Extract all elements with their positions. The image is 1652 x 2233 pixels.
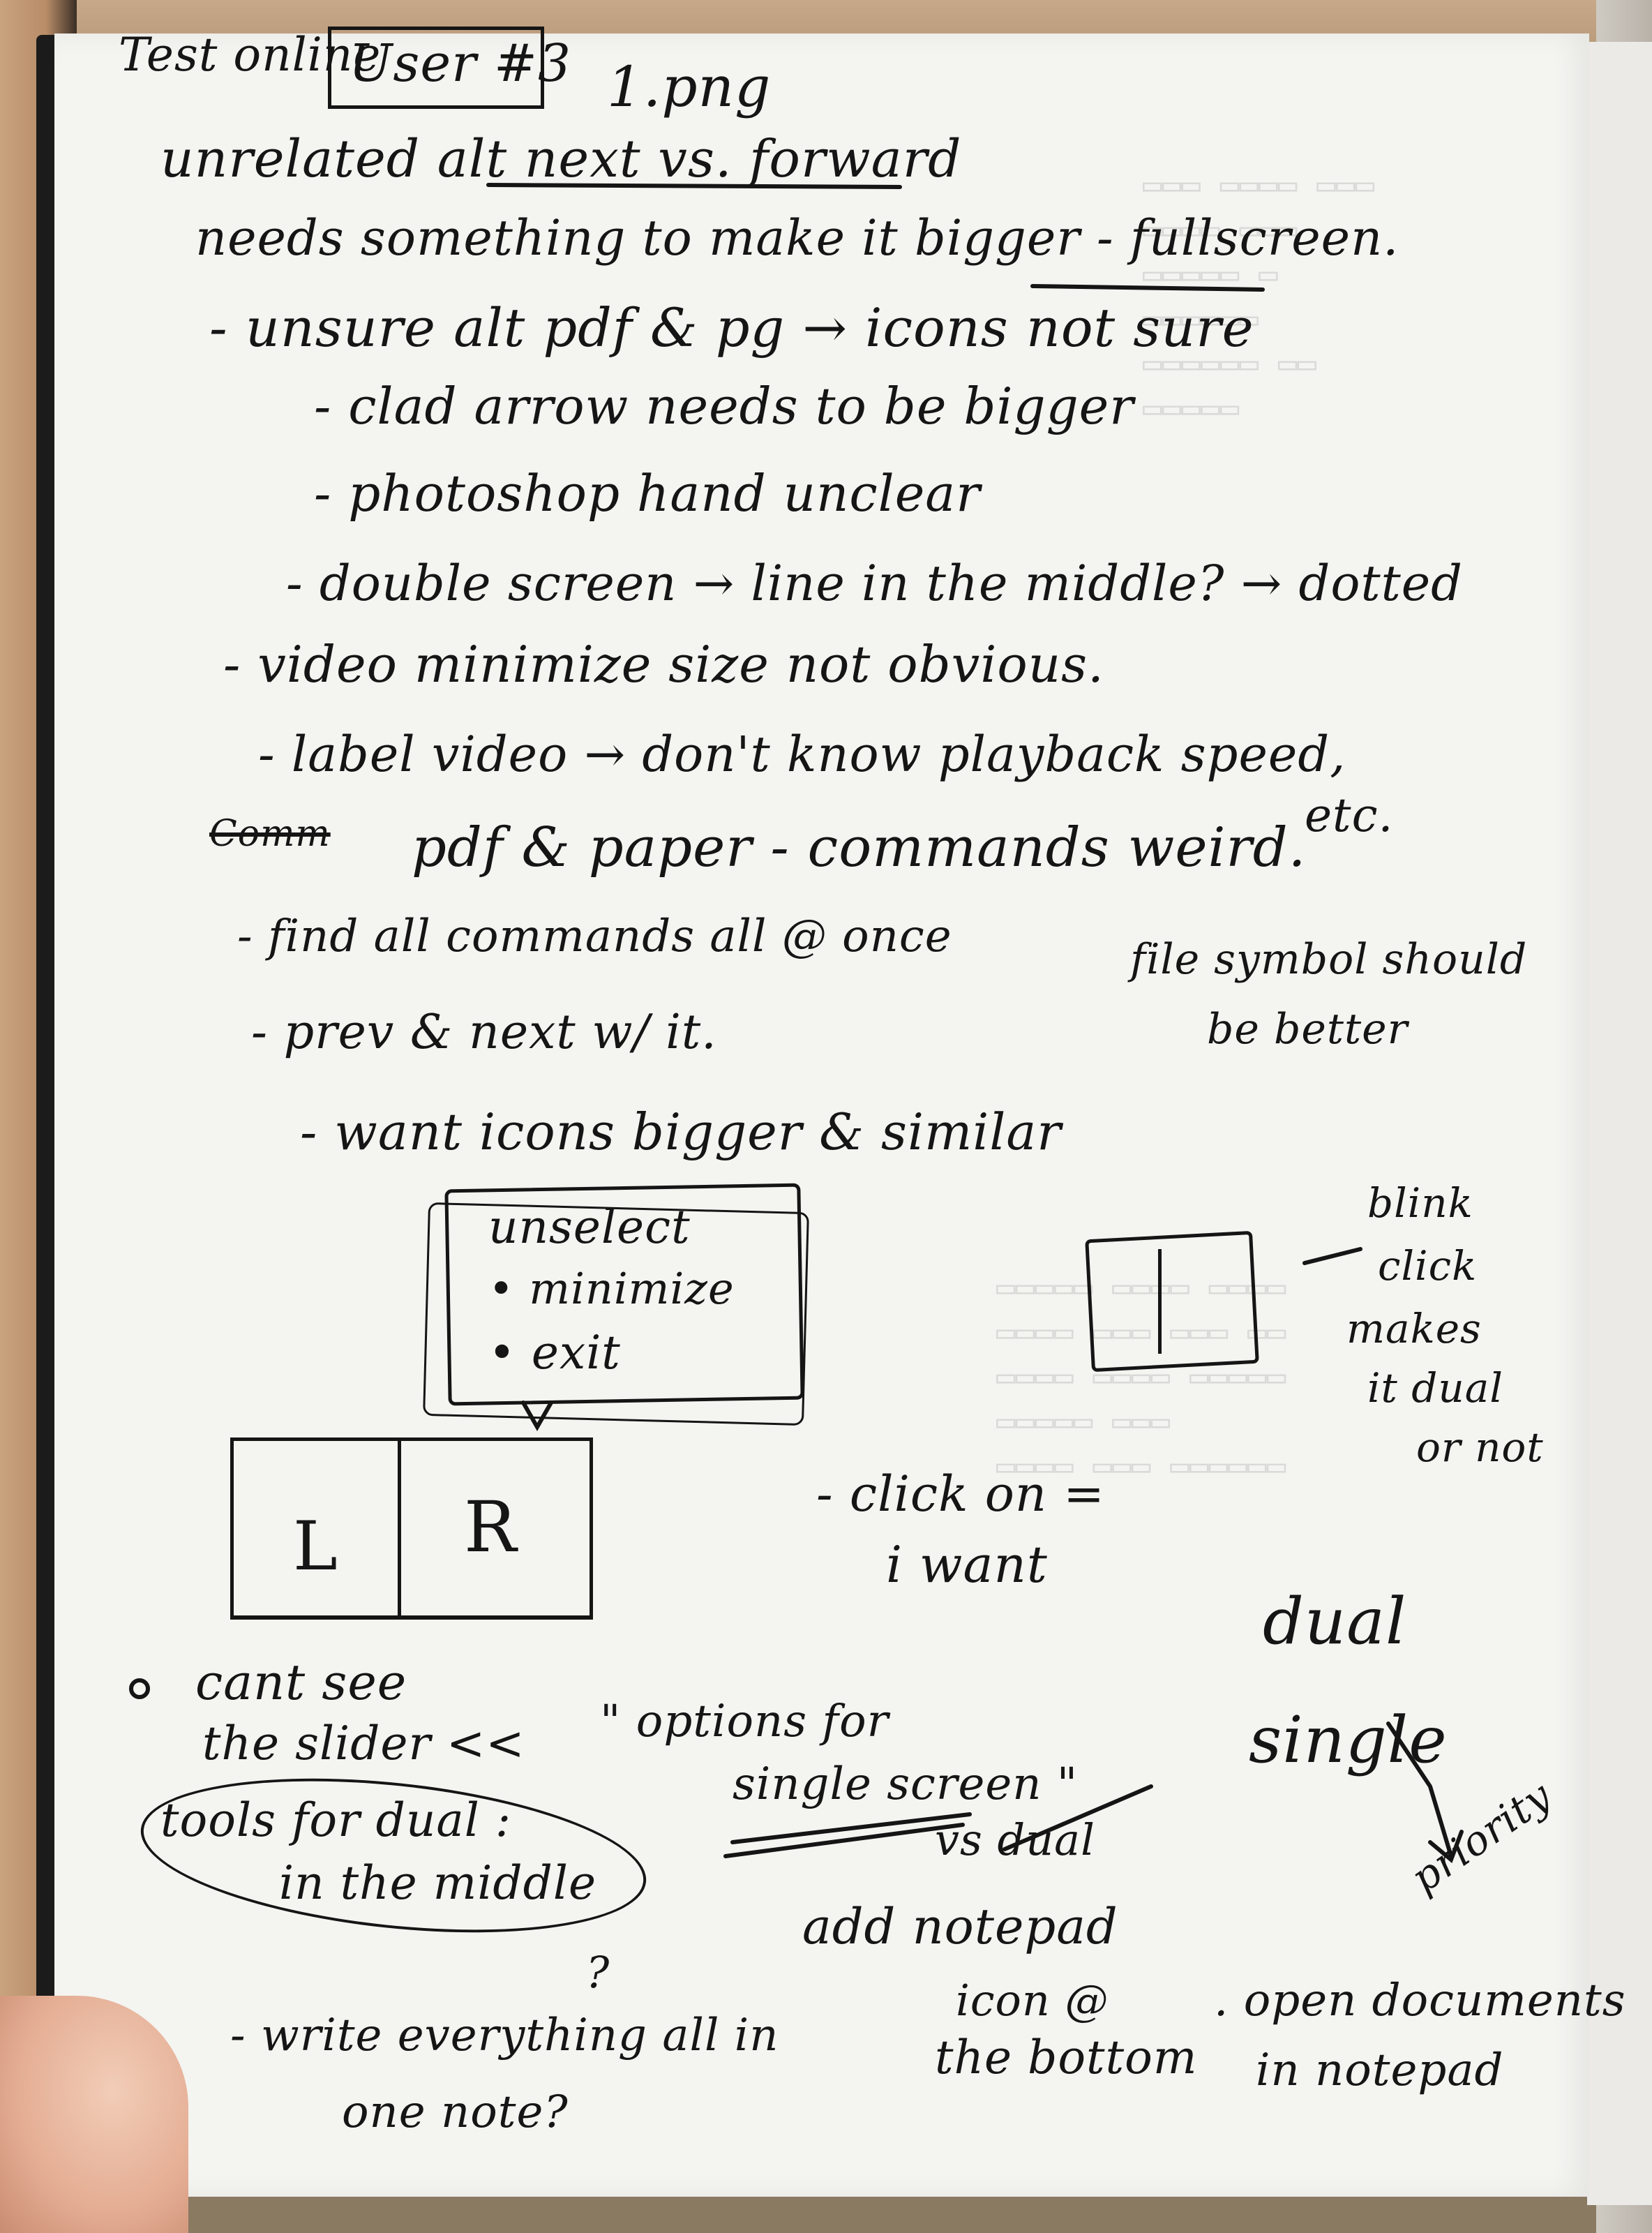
bullet-dot: [129, 1678, 150, 1699]
note-line: - label video → don't know playback spee…: [258, 726, 1346, 783]
menu-sketch-item: • exit: [488, 1326, 621, 1380]
open-note: in notepad: [1256, 2045, 1504, 2096]
user-tag: User #3: [349, 33, 572, 94]
user-tag-box: [328, 27, 544, 109]
lower-note: - write everything all in: [230, 2010, 779, 2061]
bleed-through-text: ▭▭▭▭▭ ▭▭▭▭ ▭▭▭▭ ▭▭▭▭ ▭▭▭ ▭▭▭ ▭▭ ▭▭▭▭ ▭▭▭…: [996, 1268, 1286, 1484]
priority-arrow: [1386, 1722, 1453, 1858]
bleed-through-text: ▭▭▭ ▭▭▭▭ ▭▭▭ ▭▭▭▭ ▭▭▭ ▭▭▭▭▭ ▭ ▭▭▭▭▭▭ ▭▭▭…: [1143, 165, 1375, 426]
pane-right-label: R: [464, 1486, 518, 1568]
note-line: - unsure alt pdf & pg → icons not sure: [209, 297, 1254, 359]
notepad-note: add notepad: [802, 1898, 1118, 1955]
circled-note: tools for dual :: [160, 1793, 512, 1847]
note-line: unrelated alt next vs. forward: [160, 129, 962, 189]
note-line: - video minimize size not obvious.: [223, 635, 1104, 694]
dual-label: dual: [1263, 1584, 1407, 1659]
split-screen-sketch: [230, 1437, 593, 1620]
toggle-note: or not: [1416, 1424, 1544, 1471]
click-note: i want: [886, 1535, 1048, 1594]
lower-note: the slider <<: [202, 1717, 525, 1770]
priority-arrowhead: [1428, 1830, 1464, 1864]
note-line: needs something to make it bigger - full…: [195, 209, 1399, 267]
notepad-note: the bottom: [935, 2031, 1198, 2084]
question-mark: ?: [586, 1947, 610, 1998]
side-note: be better: [1207, 1005, 1409, 1054]
options-note: single screen ": [733, 1758, 1079, 1810]
holding-thumb: [0, 1996, 188, 2233]
notebook-next-page: [1587, 42, 1652, 2205]
options-note: " options for: [600, 1696, 889, 1747]
note-line: - want icons bigger & similar: [300, 1103, 1062, 1161]
toggle-note: it dual: [1367, 1364, 1503, 1412]
toggle-note: blink: [1367, 1179, 1473, 1227]
circled-note: in the middle: [279, 1856, 597, 1910]
toggle-note: click: [1378, 1242, 1478, 1290]
note-line: - photoshop hand unclear: [314, 464, 981, 523]
note-line: - find all commands all @ once: [237, 911, 952, 962]
menu-sketch-item: • minimize: [488, 1263, 735, 1314]
side-note: file symbol should: [1130, 935, 1528, 984]
note-line: - prev & next w/ it.: [251, 1005, 717, 1060]
notebook-page: ▭▭▭ ▭▭▭▭ ▭▭▭ ▭▭▭▭ ▭▭▭ ▭▭▭▭▭ ▭ ▭▭▭▭▭▭ ▭▭▭…: [54, 33, 1589, 2197]
header-prefix: Test online: [119, 28, 382, 82]
note-line: - clad arrow needs to be bigger: [314, 377, 1134, 435]
menu-sketch-title: unselect: [488, 1200, 691, 1254]
underline-fullscreen: [1030, 284, 1265, 292]
note-line: - double screen → line in the middle? → …: [286, 555, 1463, 612]
lower-note: cant see: [195, 1654, 407, 1711]
split-divider: [398, 1437, 401, 1615]
pane-left-label: L: [293, 1507, 338, 1585]
menu-pointer: [521, 1401, 553, 1432]
lower-note: one note?: [342, 2086, 569, 2138]
click-note: - click on =: [816, 1465, 1105, 1523]
note-line: pdf & paper - commands weird.: [412, 816, 1307, 879]
underline-next: [486, 183, 902, 189]
toggle-note: makes: [1346, 1305, 1482, 1352]
file-name: 1.png: [607, 54, 772, 119]
toggle-leader-line: [1302, 1247, 1362, 1265]
struck-word: Comm: [209, 813, 331, 855]
notepad-note: icon @: [956, 1975, 1109, 2026]
toggle-sketch-divider: [1158, 1249, 1162, 1354]
note-line: etc.: [1305, 789, 1394, 842]
underline-dual: [1003, 1784, 1153, 1851]
open-note: . open documents: [1214, 1975, 1626, 2026]
underline-single-screen: [723, 1812, 972, 1858]
